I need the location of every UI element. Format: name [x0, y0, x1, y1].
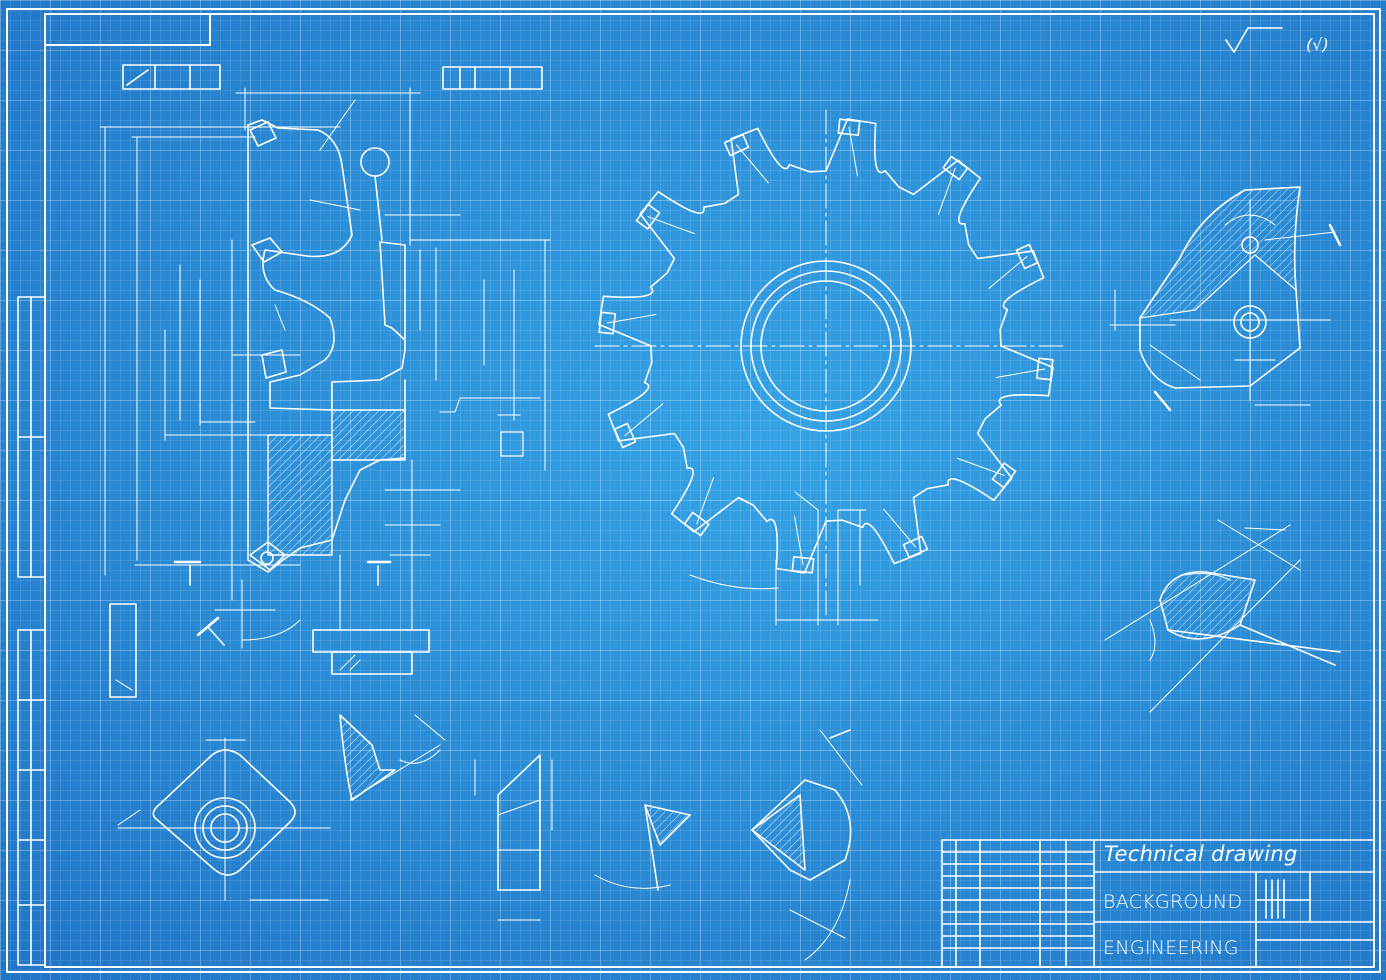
milling-cutter-gear [594, 109, 1066, 626]
gear-insert [635, 203, 661, 230]
gear-insert-seat-line [937, 167, 956, 215]
title-block-title: Technical drawing [1104, 842, 1298, 866]
gear-insert-seat-line [848, 126, 858, 177]
gear-insert [991, 462, 1017, 489]
sheet-frame [6, 8, 1381, 973]
gear-insert-seat-line [624, 403, 664, 436]
gear-insert [683, 511, 710, 537]
roughness-label: (√) [1306, 35, 1329, 54]
gear-insert [791, 555, 815, 574]
gear-insert-seat-line [606, 314, 657, 324]
gear-insert [902, 535, 929, 559]
gear-insert [942, 155, 969, 181]
gear-insert [613, 422, 637, 449]
gear-insert-seat-line [647, 216, 695, 235]
insert-side-view [474, 754, 553, 921]
gear-insert-seat-line [883, 508, 916, 548]
insert-seat-detail [1109, 186, 1342, 412]
left-section-view [99, 64, 551, 698]
angle-flag-detail [339, 714, 446, 801]
gear-insert-seat-line [696, 477, 715, 525]
gear-insert-seat-line [794, 515, 804, 566]
gear-insert-seat-line [988, 256, 1028, 289]
gear-insert [837, 118, 861, 137]
gear-insert [1015, 243, 1039, 270]
small-flag-detail [594, 804, 691, 891]
gear-insert-seat-line [957, 457, 1005, 476]
gear-insert [723, 133, 750, 157]
title-block [941, 839, 1375, 968]
diamond-section-detail [751, 729, 863, 961]
square-insert-view [117, 737, 331, 901]
title-block-engineering-label: ENGINEERING [1103, 937, 1239, 959]
title-block-background-label: BACKGROUND [1103, 891, 1243, 913]
gear-insert [598, 311, 617, 335]
gear-insert-seat-line [736, 144, 769, 184]
gear-insert [1035, 357, 1054, 381]
roughness-symbol [1225, 27, 1283, 53]
tooth-angle-detail [1104, 519, 1341, 713]
gear-insert-seat-line [995, 368, 1046, 378]
